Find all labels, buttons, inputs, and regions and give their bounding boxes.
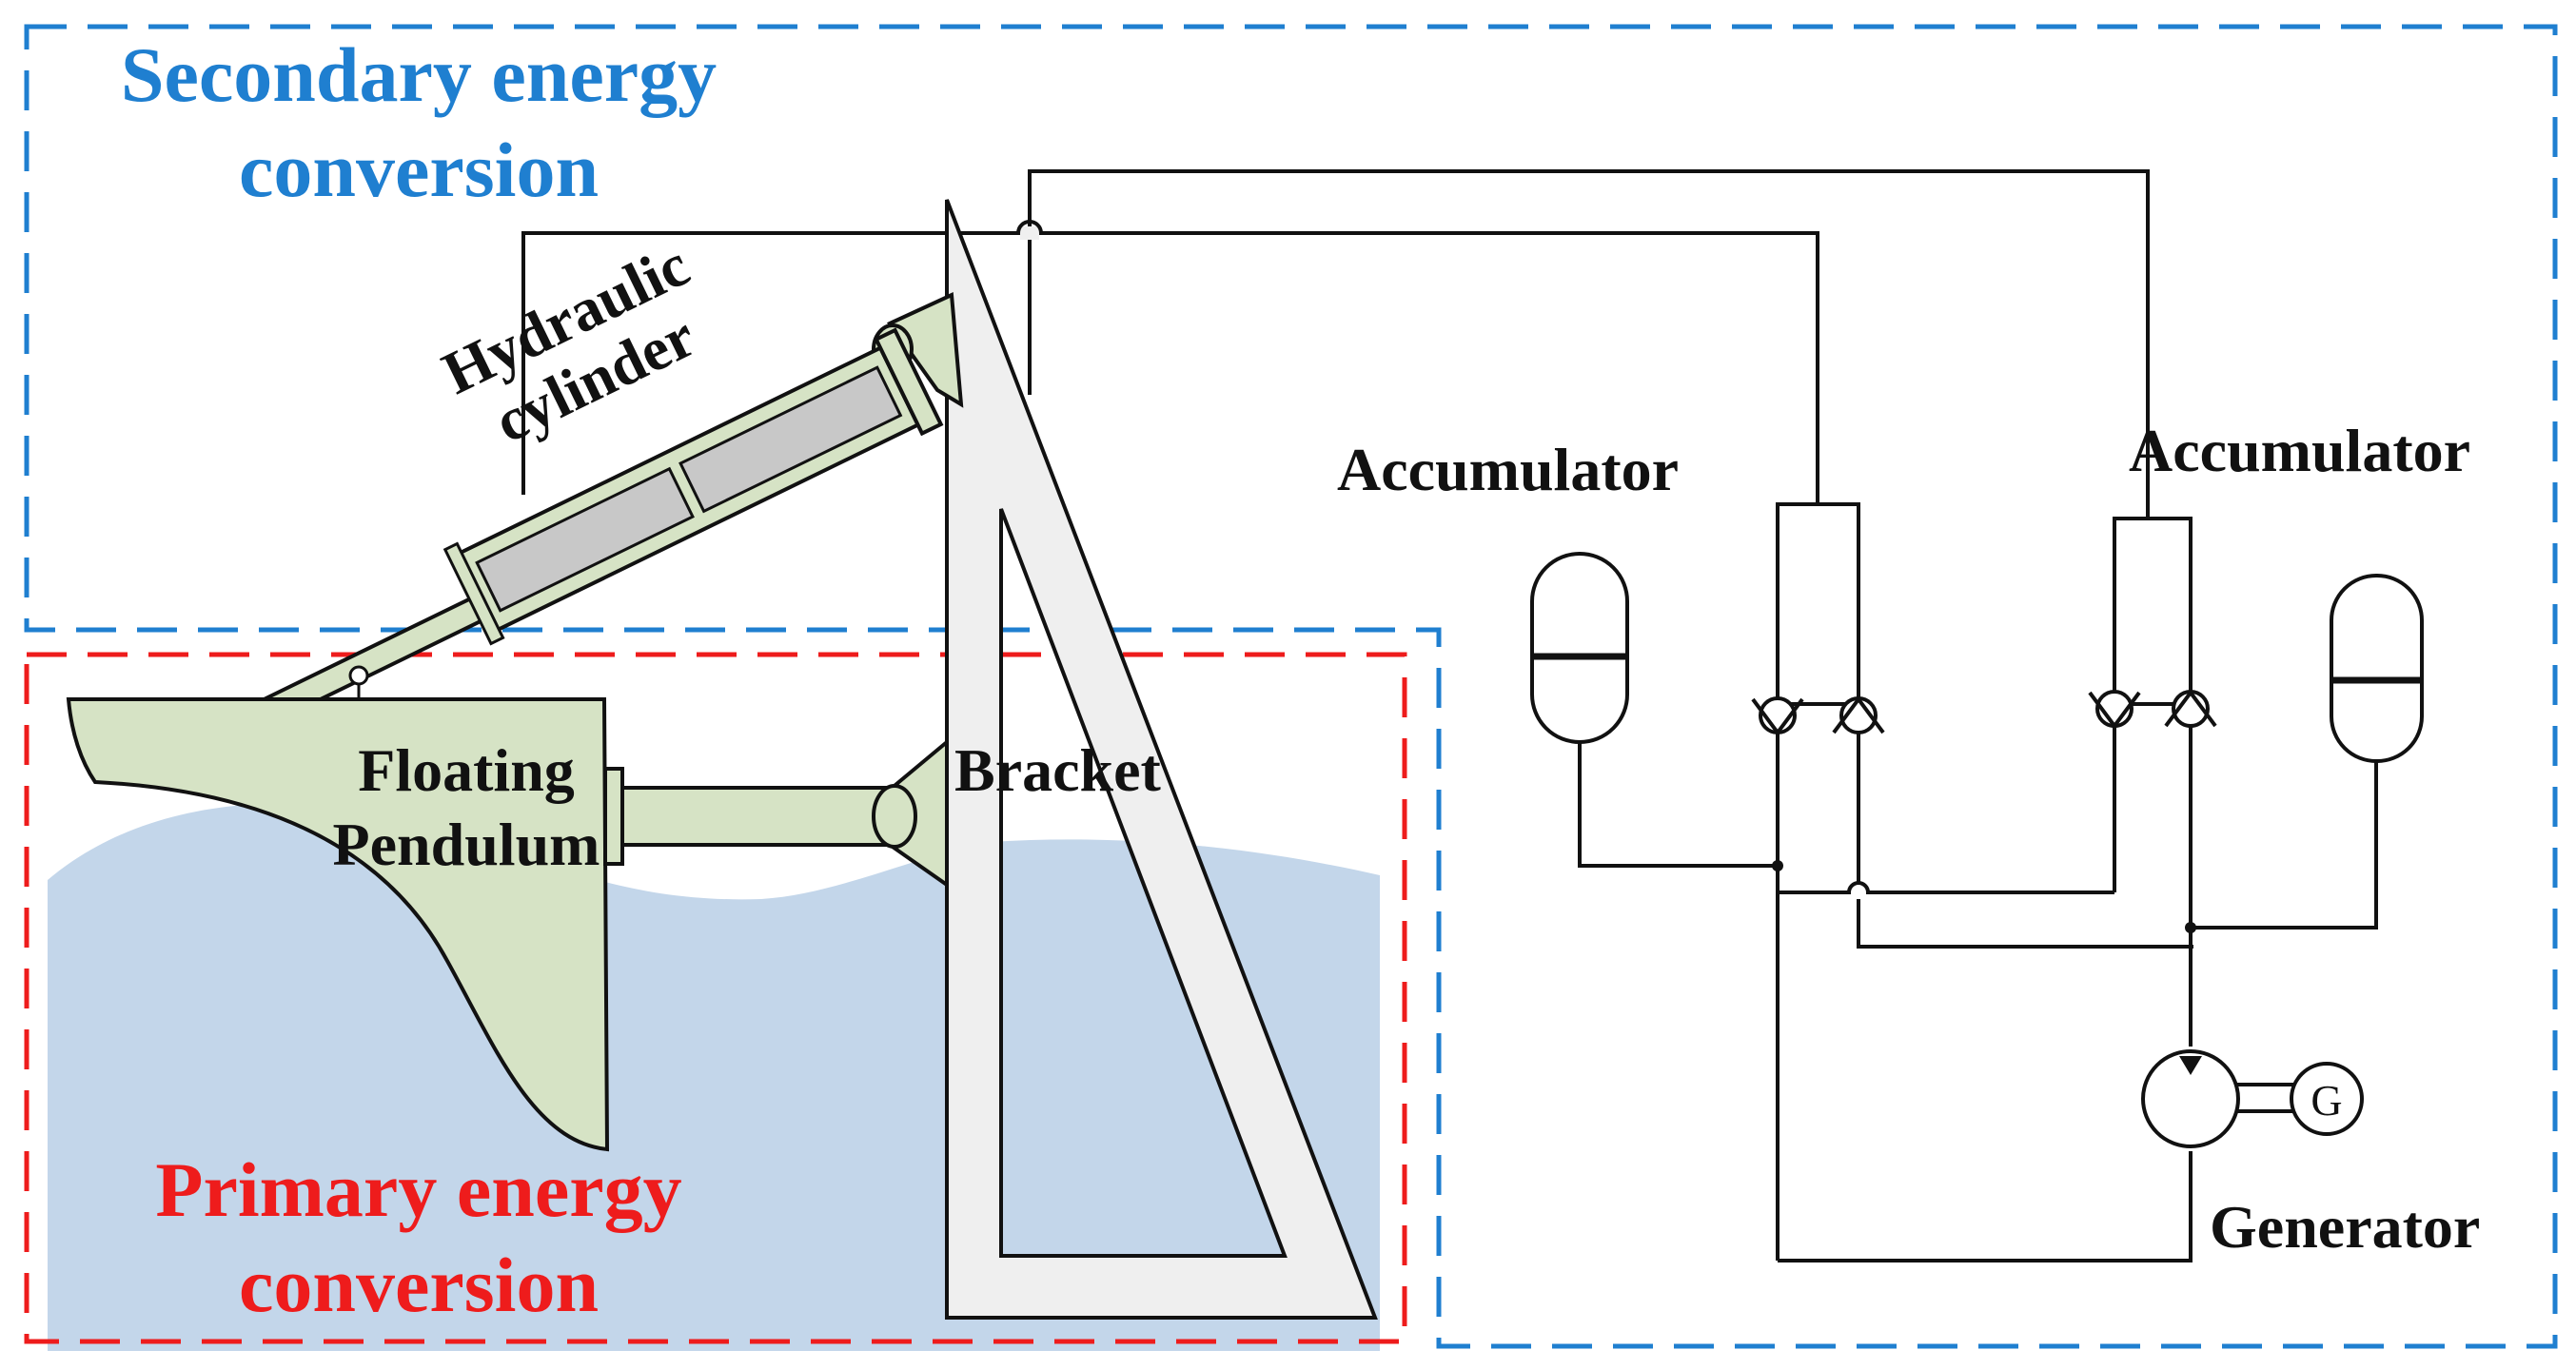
accumulator-right-label: Accumulator (2129, 417, 2471, 484)
check-valves (1751, 689, 2217, 736)
water-surface (48, 803, 1380, 1351)
rod-joint (348, 665, 369, 686)
floating-label-line2: Pendulum (332, 811, 600, 878)
primary-label-line2: conversion (238, 1242, 600, 1328)
primary-conversion-box (24, 652, 1407, 1344)
floating-label-line1: Floating (358, 736, 575, 804)
hydraulic-circuit (1578, 502, 2378, 1262)
accumulator-right-symbol (2330, 574, 2424, 763)
accumulator-left-symbol (1530, 552, 1629, 744)
check-valve-3 (2088, 690, 2141, 730)
hydraulic-cylinder (249, 327, 944, 731)
floating-pendulum (66, 697, 610, 1152)
bracket-label: Bracket (954, 736, 1161, 804)
secondary-conversion-box (24, 24, 2558, 1349)
secondary-label-line2: conversion (238, 127, 600, 213)
check-valve-2 (1832, 695, 1885, 734)
generator-label: Generator (2210, 1193, 2481, 1261)
check-valve-4 (2164, 689, 2217, 728)
secondary-conversion-label: Secondary energy conversion (48, 36, 790, 209)
primary-conversion-label: Primary energy conversion (76, 1151, 761, 1324)
generator-letter: G (2311, 1076, 2342, 1125)
generator-symbol (2290, 1062, 2364, 1136)
hydraulic-motor (2141, 1049, 2240, 1148)
upper-hinge (886, 291, 964, 408)
accumulator-left-label: Accumulator (1337, 436, 1680, 503)
lower-hinge-pin (872, 784, 917, 849)
floating-pendulum-label: Floating Pendulum (285, 740, 647, 875)
check-valve-1 (1751, 696, 1804, 736)
pendulum-arm (619, 786, 898, 847)
secondary-label-line1: Secondary energy (120, 31, 718, 118)
primary-label-line1: Primary energy (155, 1146, 682, 1233)
